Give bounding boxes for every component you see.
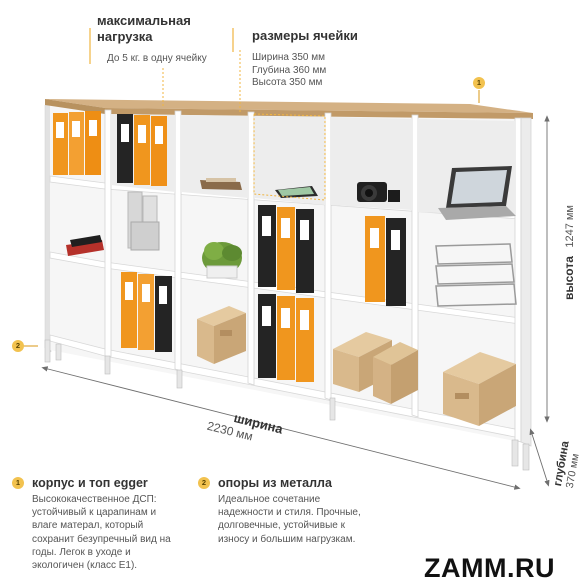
feature-2-title: опоры из металла	[218, 476, 332, 490]
cell-width: Ширина 350 мм	[252, 52, 325, 63]
feature-1-line: годы. Легок в уходе и	[32, 546, 131, 558]
binders-orange-top-left	[53, 111, 101, 175]
binders-row3-col2	[121, 272, 172, 352]
dimension-lines	[41, 115, 550, 490]
feature-2-text: Идеальное сочетание надежности и стиля. …	[218, 493, 398, 546]
books-row2-col1	[66, 235, 104, 256]
height-value: 1247 мм	[564, 205, 576, 248]
load-title: максимальная нагрузка	[97, 13, 191, 45]
file-holders	[127, 191, 160, 251]
feature-1-badge: 1	[12, 477, 24, 489]
cell-height: Высота 350 мм	[252, 77, 323, 88]
cell-highlight	[253, 113, 326, 201]
load-title-line1: максимальная	[97, 13, 191, 28]
binders-row2-col4	[258, 205, 314, 293]
cell-size-list: Ширина 350 мм Глубина 360 мм Высота 350 …	[252, 52, 326, 90]
binders-mixed-top	[117, 114, 167, 186]
storage-box-row3-col3	[197, 306, 246, 364]
camera	[357, 182, 400, 202]
callout-leaders	[162, 50, 241, 112]
feature-1-line: Высококачественное ДСП:	[32, 494, 157, 505]
cell-depth: Глубина 360 мм	[252, 64, 327, 76]
feature-2-line: износу и большим нагрузкам.	[218, 533, 356, 545]
feature-1-line: влаге матерал, который	[32, 520, 144, 532]
feature-2-badge: 2	[198, 477, 210, 489]
feature-1-line: сохранит безупречный вид на	[32, 533, 171, 545]
feature-2-line: долговечные, устойчивые к	[218, 520, 345, 532]
wooden-top	[45, 99, 533, 113]
feature-2-line: Идеальное сочетание	[218, 494, 321, 505]
height-label: высота	[562, 256, 576, 300]
feature-1-text: Высококачественное ДСП: устойчивый к цар…	[32, 493, 202, 572]
laptop	[438, 166, 516, 220]
marker-1-badge: 1	[473, 77, 485, 89]
small-box-top	[200, 178, 242, 190]
cell-size-title: размеры ячейки	[252, 28, 358, 43]
binders-row2-col5	[365, 216, 406, 306]
binders-row3-col4	[258, 294, 314, 382]
feature-metal-legs: 2 опоры из металла Идеальное сочетание н…	[198, 475, 398, 546]
plant	[202, 242, 242, 279]
feature-body-top: 1 корпус и топ egger Высококачественное …	[12, 475, 202, 572]
feature-1-line: экологичен (класс Е1).	[32, 560, 138, 572]
marker-arrows	[24, 90, 480, 347]
callout-arrows	[89, 28, 234, 64]
paper-tray	[435, 243, 517, 307]
vertical-dividers	[104, 109, 532, 447]
marker-2-badge: 2	[12, 340, 24, 352]
feature-2-line: надежности и стиля. Прочные,	[218, 507, 361, 519]
tablet-stand	[275, 186, 318, 198]
feature-1-title: корпус и топ egger	[32, 476, 148, 490]
load-title-line2: нагрузка	[97, 29, 153, 44]
height-dimension-label: высота 1247 мм	[560, 205, 578, 300]
load-text: До 5 кг. в одну ячейку	[107, 53, 207, 64]
feature-1-line: устойчивый к царапинам и	[32, 507, 157, 519]
brand-logo: ZAMM.RU	[424, 553, 555, 583]
